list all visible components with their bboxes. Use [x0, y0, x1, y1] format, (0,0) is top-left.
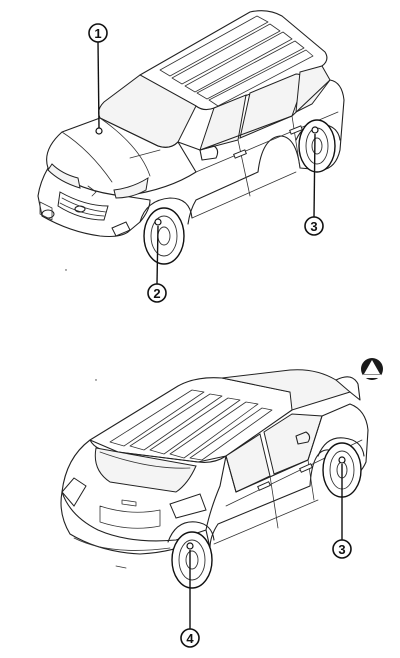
front-wheel	[139, 197, 193, 265]
callout-3-bottom: 3	[332, 456, 352, 559]
print-dot	[95, 379, 97, 381]
print-dot	[65, 269, 67, 271]
quarter-window	[295, 65, 331, 113]
service-point-marker	[154, 218, 162, 226]
roof-outline	[139, 10, 328, 111]
vehicle-front-view	[37, 10, 345, 265]
bumper-reflector	[115, 565, 127, 569]
svg-text:AUTOMATION: AUTOMATION	[362, 374, 382, 378]
rear-emblem	[121, 499, 137, 507]
tail-light-right	[169, 493, 207, 519]
rocker-panel	[213, 499, 319, 545]
front-fascia	[37, 167, 151, 238]
service-point-marker	[186, 542, 194, 550]
door-handle-rear	[289, 125, 303, 135]
watermark-logo: AUTOMATION	[361, 358, 383, 380]
service-point-marker	[95, 127, 103, 135]
headlight-right	[113, 176, 149, 199]
callout-2-label: 2	[153, 286, 160, 301]
roof-rails	[159, 15, 314, 107]
headlight-left	[47, 163, 81, 189]
callout-3-top-label: 3	[310, 219, 317, 234]
door-handle-front	[299, 463, 313, 473]
windshield	[98, 74, 197, 148]
door-line-rear	[291, 115, 301, 169]
rear-window	[94, 447, 197, 493]
side-window-rear	[225, 433, 271, 493]
rocker-panel	[191, 171, 297, 219]
license-plate	[39, 201, 53, 221]
front-wheel	[317, 437, 365, 498]
roof-rails	[109, 389, 273, 461]
callout-1: 1	[88, 23, 108, 135]
body-side	[177, 79, 345, 225]
tailgate	[61, 439, 227, 542]
callout-3-bottom-label: 3	[338, 542, 345, 557]
door-handle-front	[233, 149, 247, 159]
fog-lamp-right	[111, 221, 131, 237]
service-point-marker	[338, 456, 346, 464]
wiper	[129, 149, 161, 159]
side-mirror	[199, 145, 219, 161]
hood-crease-left	[61, 131, 113, 183]
badge	[74, 205, 86, 213]
rear-spoiler	[99, 451, 191, 469]
door-handle-rear	[257, 481, 271, 491]
windshield	[221, 369, 352, 411]
service-point-marker	[311, 126, 319, 134]
door-line-front	[237, 139, 251, 197]
callout-2: 2	[147, 218, 167, 303]
callout-3-top: 3	[304, 126, 324, 236]
callout-4: 4	[180, 542, 200, 648]
side-mirror	[295, 431, 311, 445]
tail-light-left	[61, 477, 87, 507]
rear-wheel	[167, 521, 215, 589]
callout-4-label: 4	[186, 631, 194, 646]
door-line-rear	[269, 475, 279, 529]
vehicle-rear-view	[60, 369, 369, 589]
hood-crease-right	[99, 117, 151, 177]
license-plate-recess	[99, 505, 161, 529]
hood-far	[335, 376, 361, 401]
callout-1-label: 1	[94, 26, 101, 41]
